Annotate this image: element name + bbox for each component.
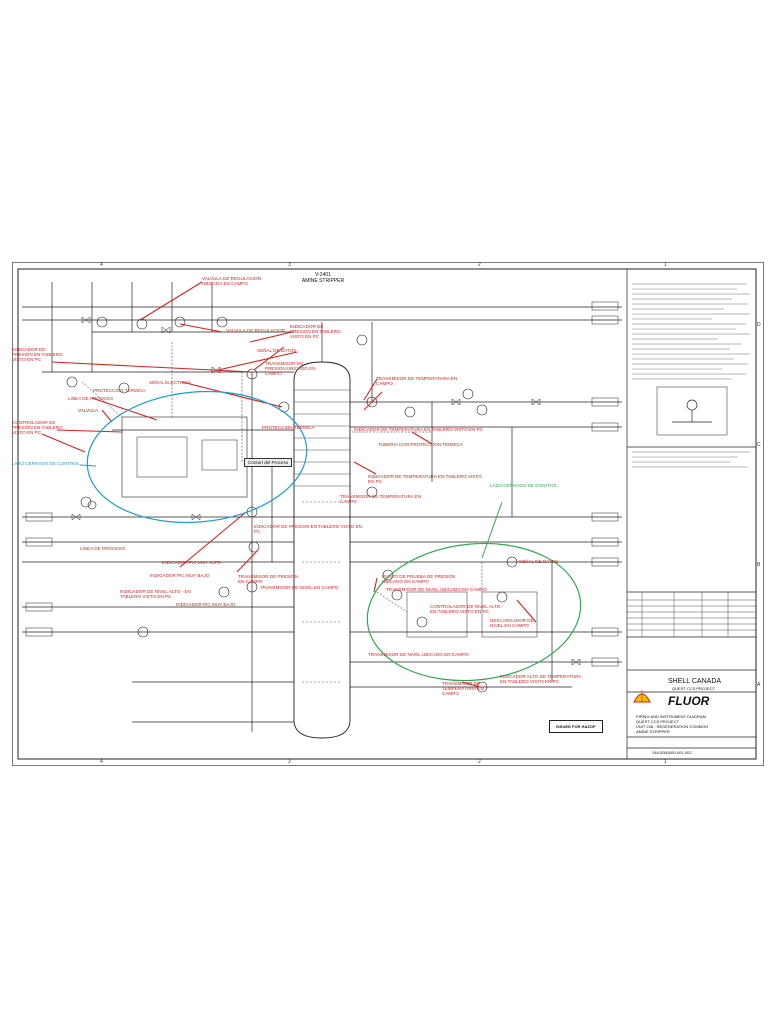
annotation-label: TRANSMISOR DE NIVEL UBICADO EN CAMPO [368,652,469,657]
process-control-callout: Contorl del Proceso [244,458,293,467]
drawing-title-line: UNIT 248 - REGENERATION COMMON [636,724,709,729]
annotation-label: TRANSMISOR DE NIVEL EN CAMPO [260,585,339,590]
annotation-label: INDICADOR PIC MUY ALTO [162,560,221,565]
annotation-label: VALVULA DE REGULACION [226,328,286,333]
pid-drawing-sheet: 4 3 2 1 4 3 2 1 D C B A V-2401 AMINE STR… [12,262,764,766]
grid-column-label: 1 [664,262,667,268]
annotation-label: INDICADOR DE PRESION EN TABLERO VISTO EN… [254,524,362,534]
annotation-label: LAZO CERRADO DE CONTROL [12,461,80,466]
annotation-label: PROTECCION TERMICA [93,388,146,393]
grid-column-label: 2 [478,759,481,765]
annotation-label: INDICADOR PIC MUY BAJO [176,602,236,607]
annotation-label: DESCARGADOR DE NIVEL EN CAMPO [490,618,534,628]
drawing-title-line: PIPING AND INSTRUMENT DIAGRAM [636,714,706,719]
annotation-label: SEÑAL DE DATOS [257,348,297,353]
annotation-label: INDICADOR DE PRESION EN TABLERO VISTO EN… [12,347,63,362]
drawing-title: PIPING AND INSTRUMENT DIAGRAM QUEST CCS … [636,714,708,734]
annotation-label: LAZO CERRADO DE CONTROL [490,483,558,488]
annotation-label: INDICADOR PIC MUY BAJO [150,573,210,578]
grid-column-label: 2 [478,262,481,268]
annotation-label: TRANSMISOR DE PRESION UBICADO EN CAMPO [265,361,316,376]
grid-column-label: 4 [100,759,103,765]
annotation-label: TRANSMISOR DE NIVEL UBICADO EN CAMPO [386,587,487,592]
annotation-label: LINEA DE PROCESO [68,396,113,401]
pid-linework [12,262,764,766]
issued-for-hazop-stamp: ISSUED FOR HAZOP [549,720,603,733]
annotation-label: CONTROLADOR DE NIVEL ALTO - EN TABLERO V… [430,604,504,614]
annotation-label: VALVULA DE REGULACION UBICADA EN CAMPO [202,276,262,286]
annotation-label: LINEA DE PROCESO [80,546,125,551]
annotation-label: SEÑAL ELECTRICA [149,380,191,385]
annotation-label: TRANSMISOR DE TEMPERATURA EN CAMPO [442,681,484,696]
vessel-tag: V-2401 AMINE STRIPPER [298,272,348,284]
grid-column-label: 4 [100,262,103,268]
grid-row-label: C [757,442,761,448]
grid-row-label: B [757,562,761,568]
grid-row-label: A [757,682,761,688]
grid-row-label: D [757,322,761,328]
annotation-label: INDICADOR DE TEMPERATURA EN TABLERO VIST… [368,474,482,484]
annotation-label: TRANSMISOR DE PRESION EN CAMPO [238,574,299,584]
annotation-label: INDICADOR DE TEMPERATURA EN TABLERO VIST… [354,427,483,432]
annotation-label: VALVULA [78,408,99,413]
client-name: SHELL CANADA [668,678,722,685]
annotation-label: INDICADOR ALTO DE TEMPERATURA EN TABLERO… [500,674,582,684]
grid-column-label: 3 [288,262,291,268]
annotation-label: TRANSMISOR DE TEMPERATURA EN CAMPO [376,376,458,386]
contractor-logo: FLUOR [668,694,710,708]
annotation-label: PUNTO DE PRUEBA DE PRESION UBICADO EN CA… [382,574,456,584]
annotation-label: INDICADOR DE PRESION EN TABLERO VISTO EN… [290,324,341,339]
drawing-number: 248-0000000-001-002 [652,750,692,755]
vessel-tag-number: V-2401 [315,272,331,278]
annotation-label: SEÑAL DE DATOS [519,559,559,564]
drawing-title-line: AMINE STRIPPER [636,729,670,734]
grid-column-label: 1 [664,759,667,765]
annotation-label: CONTROLADOR DE PRESION EN TABLERO VISTO … [12,420,63,435]
grid-column-label: 3 [288,759,291,765]
annotation-label: INDICADOR DE NIVEL ALTO - EN TABLERO VIS… [120,589,191,599]
annotation-label: PROTECCION TERMICA [262,425,315,430]
annotation-label: TRANSMISOR DE TEMPERATURA EN CAMPO [340,494,422,504]
shell-logo-icon [633,690,651,703]
vessel-name: AMINE STRIPPER [301,278,345,284]
drawing-title-line: QUEST CCS PROJECT [636,719,680,724]
project-name: QUEST CCS PROJECT [672,686,716,691]
annotation-label: TUBERIA CON PROTECCION TERMICA [378,442,463,447]
